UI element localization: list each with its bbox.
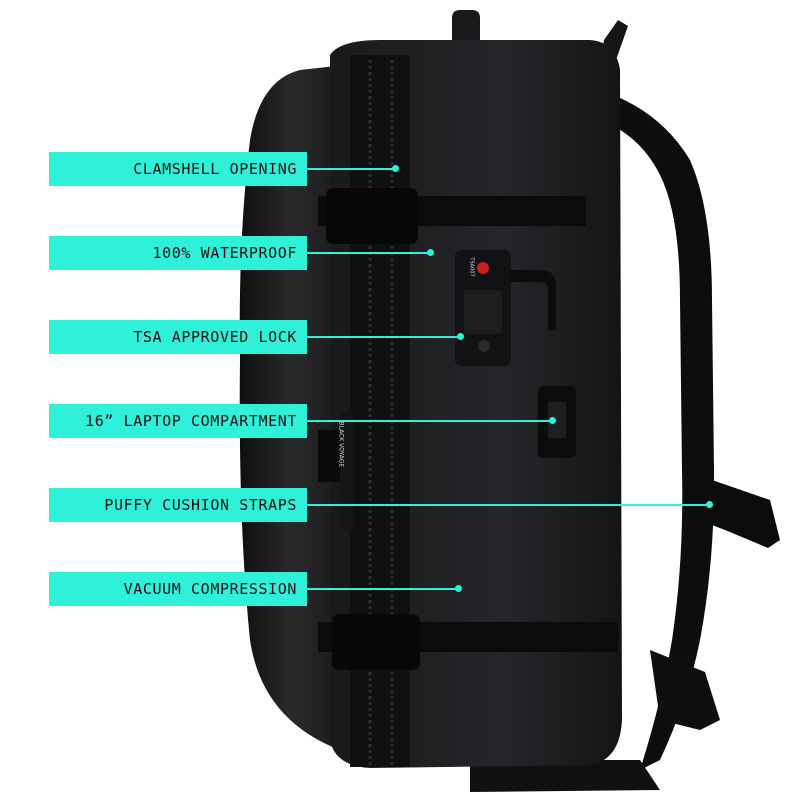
callout-label: VACUUM COMPRESSION: [49, 572, 307, 606]
lower-strap-buckle: [650, 650, 720, 730]
leader-dot: [457, 333, 464, 340]
tsa-lock-diamond: [477, 262, 489, 274]
callout-label: 100% WATERPROOF: [49, 236, 307, 270]
lock-dials: [464, 290, 502, 334]
leader-line: [307, 588, 457, 590]
leader-dot: [392, 165, 399, 172]
lock-shackle: [511, 270, 556, 330]
leader-dot: [455, 585, 462, 592]
callout-label: TSA APPROVED LOCK: [49, 320, 307, 354]
callout-label: 16” LAPTOP COMPARTMENT: [49, 404, 307, 438]
callout-label: PUFFY CUSHION STRAPS: [49, 488, 307, 522]
leader-line: [307, 420, 551, 422]
lock-mark-text: TSA007: [468, 257, 475, 277]
leader-line: [307, 252, 429, 254]
leader-line: [307, 168, 395, 170]
leader-line: [307, 504, 709, 506]
leader-line: [307, 336, 459, 338]
usb-slot: [548, 402, 566, 438]
brand-tag: [318, 430, 340, 482]
shoulder-strap: [600, 90, 715, 770]
leader-dot: [549, 417, 556, 424]
leader-dot: [706, 501, 713, 508]
side-buckle-right: [712, 480, 780, 548]
buckle-top: [326, 188, 418, 244]
brand-tag-text: BLACK VOYAGE: [337, 421, 345, 468]
bottom-strap: [470, 760, 660, 792]
leader-dot: [427, 249, 434, 256]
callout-label: CLAMSHELL OPENING: [49, 152, 307, 186]
buckle-bottom: [332, 614, 420, 670]
zipper-pull: [340, 410, 354, 530]
lock-keyhole: [478, 340, 490, 352]
